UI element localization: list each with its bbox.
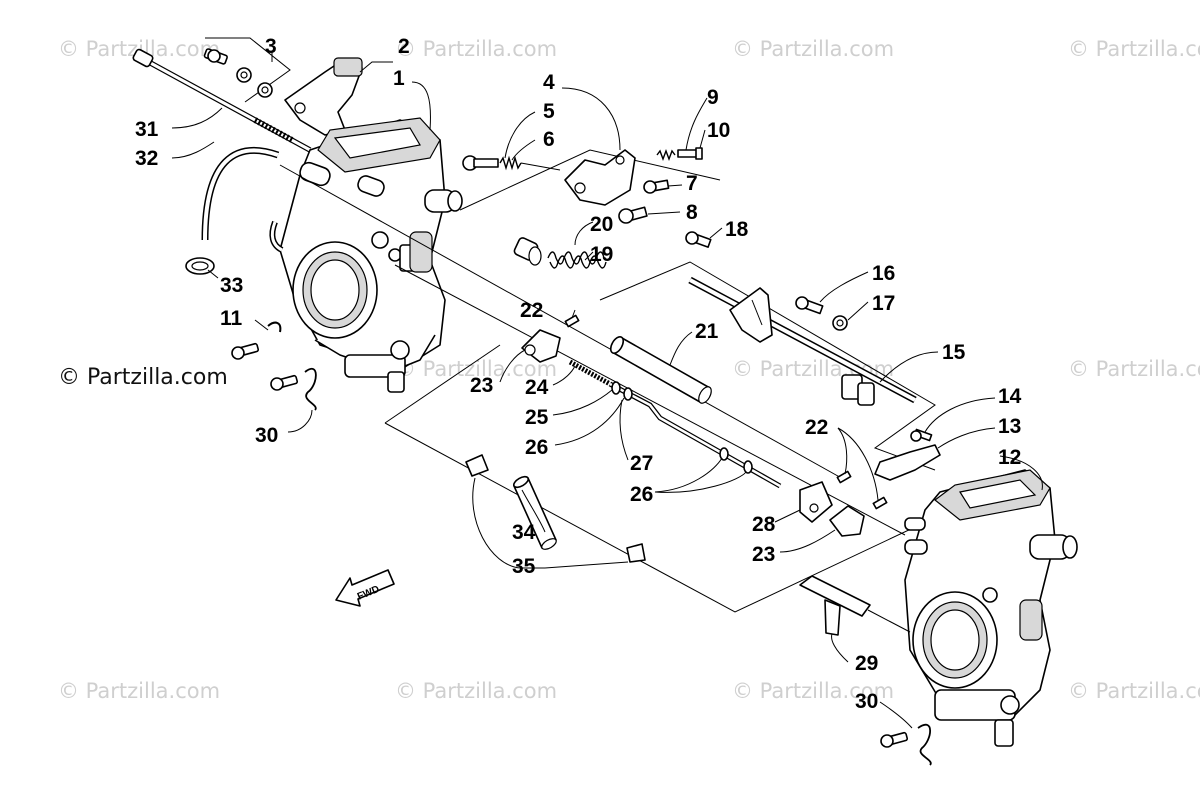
callout-22-right: 22 <box>805 416 828 439</box>
callout-32: 32 <box>135 147 158 170</box>
callout-21: 21 <box>695 320 719 343</box>
part-11-screw <box>231 321 282 360</box>
callout-17: 17 <box>872 292 895 315</box>
part-28-bracket <box>799 481 833 523</box>
centerline-upper <box>279 164 846 481</box>
part-10-screw <box>677 147 703 160</box>
part-8-screw <box>618 206 648 224</box>
part-3-screw-washers <box>203 48 273 98</box>
watermark: © Partzilla.com <box>1068 37 1200 61</box>
part-18-screw <box>685 231 712 248</box>
part-7-screw <box>643 179 670 194</box>
callout-19: 19 <box>590 243 613 266</box>
part-13-bracket <box>874 444 941 481</box>
part-30-screw-clip-left <box>270 368 317 411</box>
part-5-screw <box>462 155 499 171</box>
part-23-bracket-right <box>829 505 865 537</box>
part-12-carburetor-right <box>904 469 1078 747</box>
part-4-lever-bracket <box>564 149 636 206</box>
callout-11: 11 <box>220 307 243 330</box>
watermark: © Partzilla.com <box>732 679 894 703</box>
callout-26-right: 26 <box>630 483 653 506</box>
callout-10: 10 <box>707 119 730 142</box>
callout-7: 7 <box>686 172 698 195</box>
leader-lines <box>171 52 1043 729</box>
callout-31: 31 <box>135 118 159 141</box>
callout-labels: 2 1 3 31 32 33 11 30 4 5 6 9 10 7 8 20 1… <box>135 35 1022 713</box>
callout-23-left: 23 <box>470 374 493 397</box>
watermark: © Partzilla.com <box>395 37 557 61</box>
callout-25: 25 <box>525 406 549 429</box>
part-15-throttle-shaft <box>688 276 917 406</box>
part-35-clamp-upper <box>465 454 489 477</box>
part-14-screw <box>910 428 933 442</box>
part-30-screw-clip-right <box>880 724 932 766</box>
callout-30-left: 30 <box>255 424 278 447</box>
callout-2: 2 <box>398 35 410 58</box>
callout-26-left: 26 <box>525 436 548 459</box>
part-9-spring <box>656 149 676 161</box>
callout-16: 16 <box>872 262 895 285</box>
outline-linkage-upper <box>459 149 721 211</box>
forward-arrow: FWD <box>335 569 395 607</box>
part-22-screw-right <box>836 470 888 510</box>
callout-24: 24 <box>525 376 549 399</box>
callout-30-right: 30 <box>855 690 878 713</box>
watermark-layer: © Partzilla.com © Partzilla.com © Partzi… <box>58 37 1200 703</box>
part-27-link-rod <box>608 381 782 489</box>
outline-shaft <box>599 261 936 471</box>
callout-1: 1 <box>393 67 405 90</box>
part-29-tee-fitting <box>799 575 911 636</box>
callout-14: 14 <box>998 385 1022 408</box>
callout-18: 18 <box>725 218 749 241</box>
part-32-vent-hose <box>201 147 280 241</box>
part-31-long-bolt <box>132 48 312 153</box>
part-22-screw-left <box>564 314 580 328</box>
watermark-main: © Partzilla.com <box>58 365 228 390</box>
callout-15: 15 <box>942 341 966 364</box>
watermark: © Partzilla.com <box>732 37 894 61</box>
watermark: © Partzilla.com <box>58 679 220 703</box>
outline-lower-bottom <box>384 422 931 613</box>
callout-6: 6 <box>543 128 555 151</box>
callout-13: 13 <box>998 415 1021 438</box>
callout-29: 29 <box>855 652 878 675</box>
part-1-carburetor-left <box>269 117 463 393</box>
watermark: © Partzilla.com <box>1068 357 1200 381</box>
callout-27: 27 <box>630 452 653 475</box>
watermark: © Partzilla.com <box>395 679 557 703</box>
callout-5: 5 <box>543 100 555 123</box>
part-24-rod-end <box>568 359 612 387</box>
callout-9: 9 <box>707 86 719 109</box>
part-17-nut <box>832 315 848 331</box>
part-16-screw <box>795 296 824 315</box>
part-35-clamp-lower <box>626 543 646 563</box>
outline-lower-left <box>384 344 501 424</box>
callout-22-left: 22 <box>520 299 543 322</box>
assembly-outlines <box>205 37 936 613</box>
part-21-sleeve <box>609 336 712 404</box>
part-19-return-spring <box>547 251 607 269</box>
callout-12: 12 <box>998 446 1021 469</box>
callout-23-right: 23 <box>752 543 775 566</box>
callout-28: 28 <box>752 513 776 536</box>
callout-3: 3 <box>265 35 277 58</box>
watermark: © Partzilla.com <box>1068 679 1200 703</box>
callout-8: 8 <box>686 201 698 224</box>
part-33-hose-clamp <box>185 257 215 275</box>
part-25-26-nuts <box>611 381 753 474</box>
callout-20: 20 <box>590 213 613 236</box>
callout-4: 4 <box>543 71 555 94</box>
callout-33: 33 <box>220 274 243 297</box>
part-20-bushing <box>513 237 542 266</box>
part-2-throttle-cable-bracket <box>284 57 363 136</box>
callout-34: 34 <box>512 521 536 544</box>
part-6-spring <box>499 155 561 171</box>
callout-35: 35 <box>512 555 536 578</box>
